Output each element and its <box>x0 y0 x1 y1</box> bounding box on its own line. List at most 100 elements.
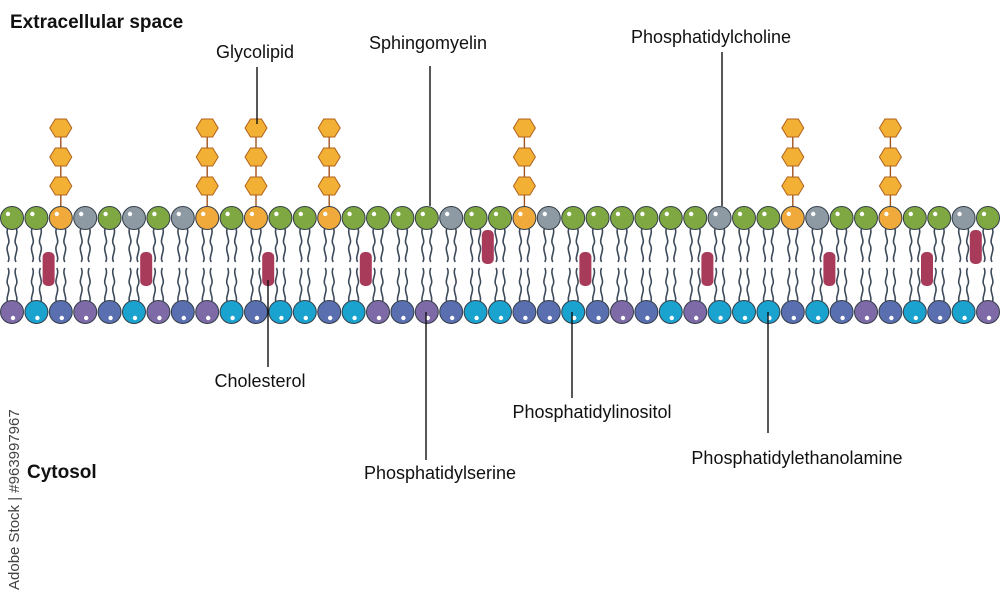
lipid-tail <box>323 227 327 263</box>
lipid-tail <box>697 267 701 303</box>
head-highlight <box>181 315 186 321</box>
phosphatidylserine-head <box>854 300 878 324</box>
phosphatidylinositol-head <box>585 300 610 324</box>
phosphatidylinositol-head <box>536 300 561 324</box>
sphingomyelin-head <box>536 206 561 230</box>
sugar-hexagon <box>512 176 536 196</box>
lipid-tail <box>941 267 945 303</box>
lipid-tail <box>892 227 897 263</box>
lipid-tail <box>795 267 799 303</box>
lipid-tail <box>762 227 767 263</box>
lipid-tail <box>892 267 897 303</box>
lipid-tail <box>63 267 67 303</box>
sphingomyelin-head <box>170 206 195 230</box>
head-highlight <box>523 315 528 321</box>
head-highlight <box>225 211 230 217</box>
lipid-tail <box>843 227 848 263</box>
head-highlight <box>328 315 333 321</box>
sphingomyelin-head <box>805 206 830 230</box>
phosphatidylethanolamine-head <box>658 300 683 324</box>
extracellular-space-label: Extracellular space <box>10 12 183 33</box>
phosphatidylinositol-head <box>634 300 659 324</box>
phosphatidylinositol-head <box>244 300 268 324</box>
lipid-tail <box>811 267 815 303</box>
sphingomyelin-head <box>73 206 98 230</box>
cholesterol <box>359 252 372 286</box>
sugar-hexagon <box>781 118 805 138</box>
lipid-tail <box>258 267 262 303</box>
lipid-tail <box>502 227 506 263</box>
phosphatidylinositol-head <box>512 300 537 324</box>
lipid-tail <box>6 267 10 303</box>
lipid-tail <box>624 227 628 263</box>
lipid-tail <box>177 227 181 263</box>
lipid-tail <box>819 267 823 303</box>
lipid-tail <box>282 227 287 263</box>
lipid-tail <box>982 267 986 303</box>
phosphatidylethanolamine-head <box>707 300 732 324</box>
phosphatidylcholine-head <box>902 206 927 230</box>
lipid-tail <box>453 267 457 303</box>
phosphatidylserine-head <box>976 300 1000 324</box>
sugar-hexagon <box>878 118 902 138</box>
lipid-tail <box>477 267 482 303</box>
lipid-tail <box>38 267 43 303</box>
lipid-tail <box>933 227 937 263</box>
lipid-tail <box>307 267 311 303</box>
head-highlight <box>132 315 138 321</box>
head-highlight <box>108 315 113 321</box>
lipid-tail <box>738 227 742 263</box>
head-highlight <box>206 315 211 321</box>
sphingomyelin-label: Sphingomyelin <box>369 33 487 53</box>
lipid-tail <box>721 267 726 303</box>
lipid-tail <box>421 227 425 263</box>
head-highlight <box>933 211 938 217</box>
lipid-tail <box>429 227 433 263</box>
sugar-hexagon <box>878 147 902 167</box>
lipid-tail <box>567 267 571 303</box>
head-highlight <box>371 211 377 217</box>
lipid-tail <box>160 267 165 303</box>
cholesterol <box>701 252 714 286</box>
sugar-hexagon <box>195 176 219 196</box>
phosphatidylcholine-head <box>732 206 756 230</box>
lipid-tail <box>746 267 750 303</box>
sphingomyelin-head <box>707 206 732 230</box>
head-highlight <box>157 315 162 321</box>
head-highlight <box>450 315 455 321</box>
lipid-tail <box>591 227 596 263</box>
lipid-tail <box>575 267 579 303</box>
head-highlight <box>127 211 133 217</box>
lipid-tail <box>372 267 376 303</box>
lipid-tail <box>429 267 433 303</box>
lipid-tail <box>689 227 693 263</box>
head-highlight <box>889 315 894 321</box>
sugar-hexagon <box>878 176 902 196</box>
lipid-tails <box>6 227 994 303</box>
lipid-tail <box>331 227 335 263</box>
lipid-tail <box>990 227 994 263</box>
phosphatidylcholine-head <box>146 206 171 230</box>
glycolipid-head <box>317 206 342 230</box>
lipid-tail <box>616 227 620 263</box>
head-highlight <box>664 211 669 217</box>
head-highlight <box>981 211 987 217</box>
lipid-tail <box>347 227 352 263</box>
head-highlight <box>962 315 967 321</box>
phosphatidylcholine-head <box>585 206 610 230</box>
cholesterol <box>579 252 592 286</box>
head-highlight <box>542 211 547 217</box>
lipid-tail <box>111 227 116 263</box>
lipid-tail <box>469 227 474 263</box>
lipid-tail <box>209 267 213 303</box>
lipid-tail <box>917 227 921 263</box>
lipid-tail <box>648 227 653 263</box>
lipid-tail <box>551 267 555 303</box>
lipid-tail <box>30 267 35 303</box>
phosphatidylserine-label: Phosphatidylserine <box>364 463 516 483</box>
phosphatidylethanolamine-head <box>341 300 366 324</box>
phosphatidylethanolamine-head <box>951 300 976 324</box>
sugar-hexagon <box>512 118 536 138</box>
lipid-tail <box>673 227 677 263</box>
head-highlight <box>908 211 913 217</box>
